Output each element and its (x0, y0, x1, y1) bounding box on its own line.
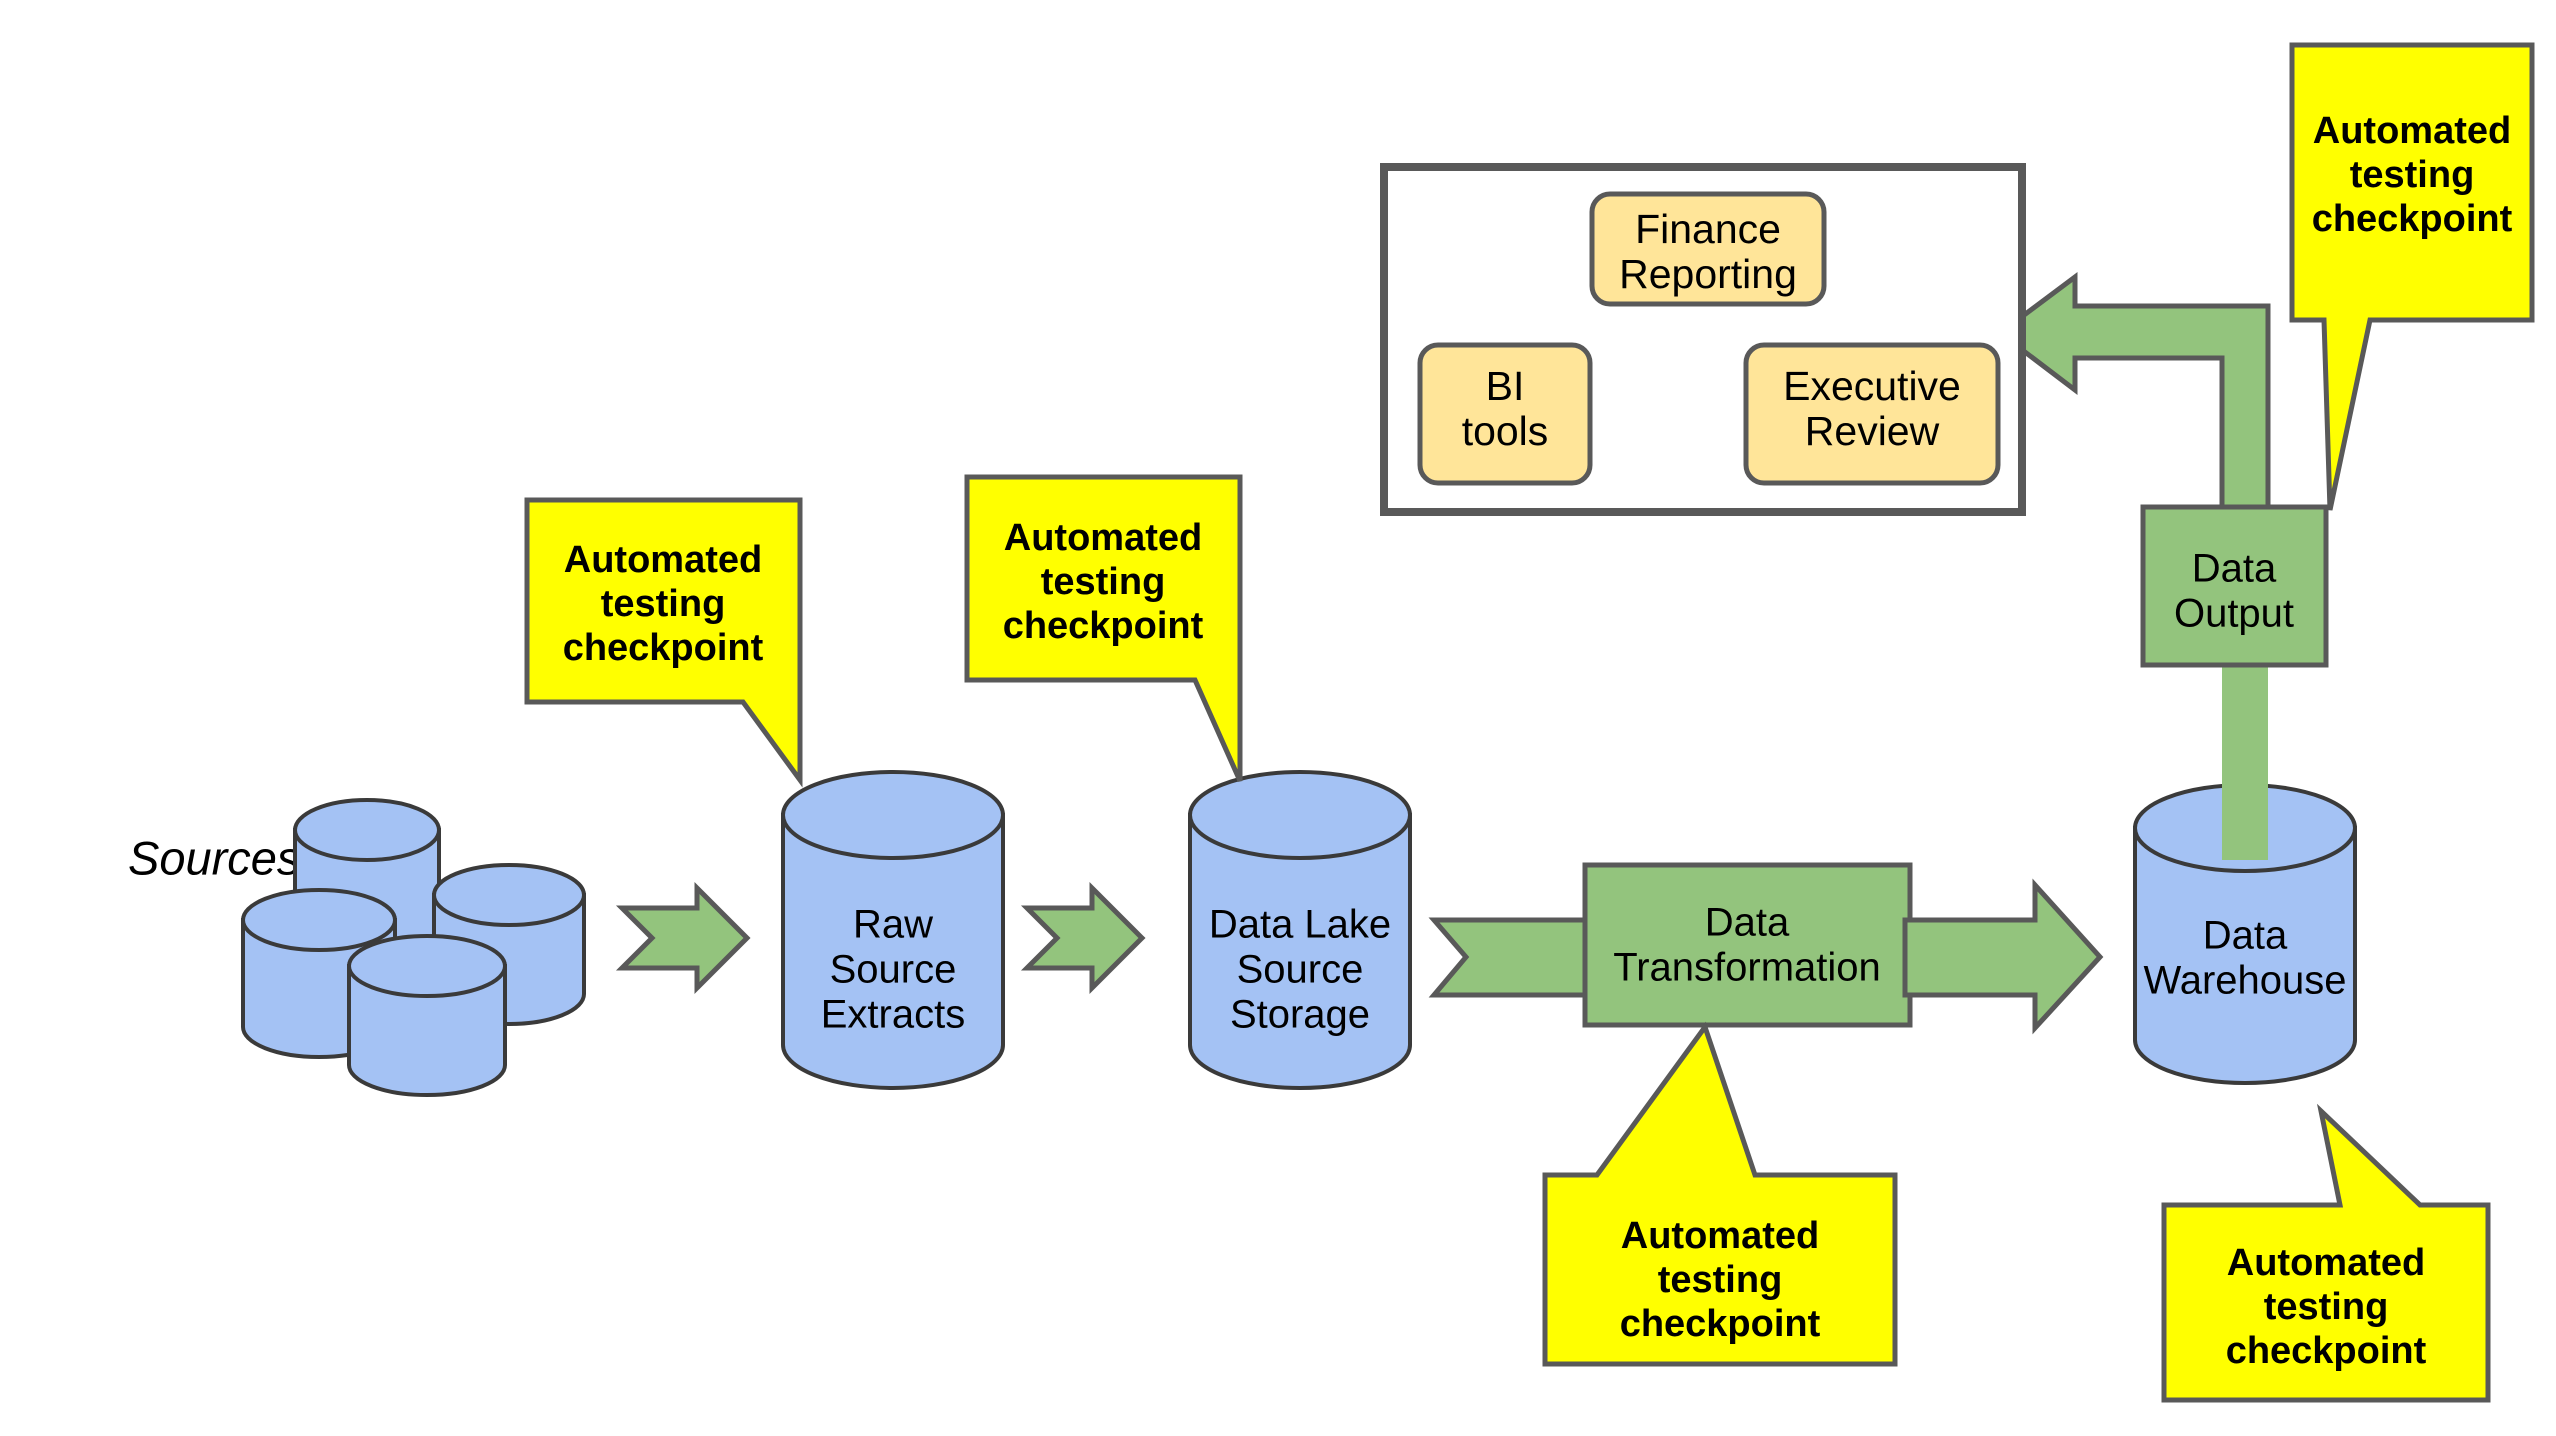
callout-checkpoint-raw-source-extracts: Automated testing checkpoint (524, 497, 803, 788)
callout-label-line: testing (2350, 154, 2475, 196)
node-data-transformation: Data Transformation (1582, 862, 1913, 1028)
callout-label-line: checkpoint (1003, 605, 1204, 647)
callout-label-line: testing (2264, 1286, 2389, 1328)
node-label-line: Source (830, 948, 957, 992)
callout-label-line: checkpoint (563, 627, 764, 669)
node-label-line: Storage (1230, 993, 1370, 1037)
callout-label-line: Automated (1621, 1215, 1819, 1257)
source-cylinder-front-center (347, 934, 507, 1097)
callout-checkpoint-data-lake: Automated testing checkpoint (964, 474, 1243, 783)
node-label-line: Source (1237, 948, 1364, 992)
arrow-raw-to-lake (1020, 881, 1146, 995)
arrow-lake-to-transformation (1428, 917, 1603, 998)
consumer-label-line: BI (1486, 363, 1525, 409)
callout-label-line: Automated (1004, 517, 1202, 559)
consumer-label-line: Review (1805, 408, 1940, 454)
callout-label-line: checkpoint (1620, 1303, 1821, 1345)
consumer-label-line: Finance (1635, 206, 1781, 252)
callout-label-line: testing (601, 583, 726, 625)
node-raw-source-extracts: Raw Source Extracts (781, 770, 1005, 1090)
callout-label-line: Automated (564, 539, 762, 581)
node-data-output: Data Output (2140, 504, 2329, 668)
callout-label-line: checkpoint (2226, 1330, 2427, 1372)
callout-label-line: testing (1041, 561, 1166, 603)
node-label-line: Raw (853, 903, 933, 947)
callout-label-line: checkpoint (2312, 198, 2513, 240)
consumer-bi-tools[interactable]: BI tools (1417, 342, 1593, 486)
arrow-sources-to-raw (615, 881, 751, 995)
callout-label-line: Automated (2313, 110, 2511, 152)
node-label-line: Data (2203, 914, 2288, 958)
callout-label-line: Automated (2227, 1242, 2425, 1284)
consumer-finance-reporting[interactable]: Finance Reporting (1589, 191, 1827, 307)
consumer-executive-review[interactable]: Executive Review (1743, 342, 2001, 486)
callout-checkpoint-data-warehouse: Automated testing checkpoint (2161, 1103, 2491, 1403)
node-label-line: Extracts (821, 993, 965, 1037)
callout-label-line: testing (1658, 1259, 1783, 1301)
node-label-line: Output (2174, 592, 2294, 636)
node-label-line: Data (1705, 901, 1790, 945)
callout-checkpoint-data-output: Automated testing checkpoint (2289, 42, 2535, 511)
node-data-lake-source-storage: Data Lake Source Storage (1188, 770, 1412, 1090)
consumer-label-line: tools (1462, 408, 1549, 454)
callout-checkpoint-data-transformation: Automated testing checkpoint (1542, 1021, 1898, 1367)
consumer-label-line: Executive (1783, 363, 1961, 409)
node-label-line: Transformation (1613, 946, 1881, 990)
sources-label: Sources (128, 831, 300, 884)
consumers-container: Finance Reporting BI tools Executive Rev… (1380, 163, 2026, 516)
node-label-line: Data (2192, 547, 2277, 591)
node-label-line: Warehouse (2143, 959, 2346, 1003)
node-label-line: Data Lake (1209, 903, 1391, 947)
sources-cylinder-stack (241, 798, 586, 1097)
consumer-label-line: Reporting (1619, 251, 1797, 297)
arrow-transformation-to-warehouse (1902, 878, 2104, 1035)
